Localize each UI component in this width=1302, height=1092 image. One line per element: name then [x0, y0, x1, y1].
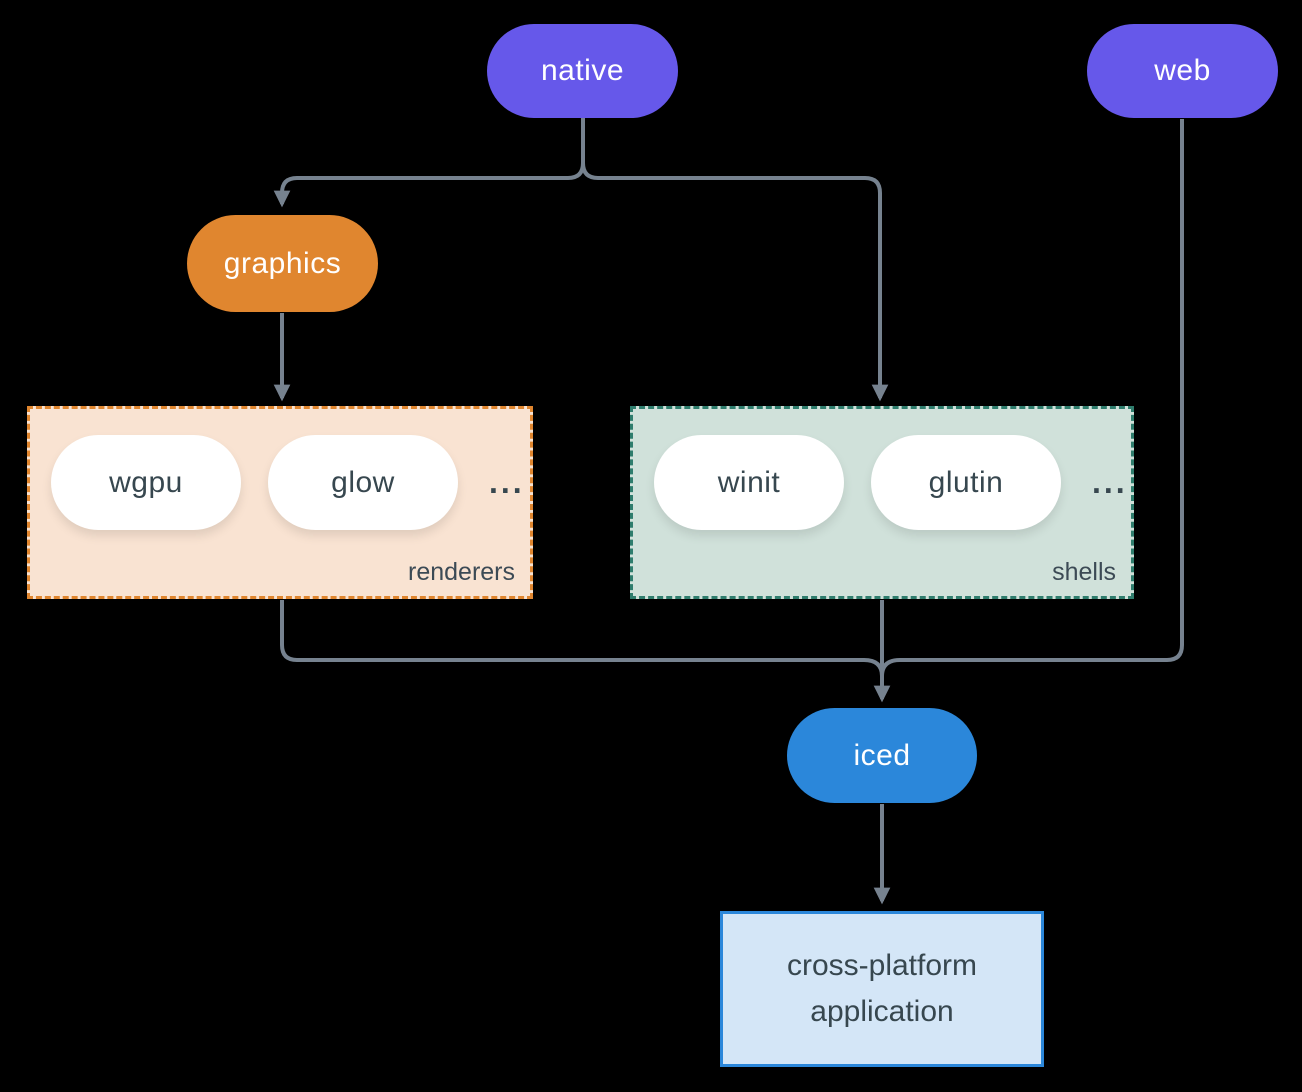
node-native: native: [487, 24, 678, 118]
node-wgpu: wgpu: [51, 435, 241, 530]
node-iced: iced: [787, 708, 977, 803]
app-box: cross-platform application: [720, 911, 1044, 1067]
group-shells: winit glutin ... shells: [630, 406, 1134, 599]
node-graphics: graphics: [187, 215, 378, 312]
app-box-label: cross-platform application: [786, 949, 978, 1028]
node-glutin: glutin: [871, 435, 1061, 530]
group-renderers: wgpu glow ... renderers: [27, 406, 533, 599]
edge-native-to-shells: [581, 118, 889, 402]
group-label-renderers: renderers: [408, 558, 515, 586]
shells-ellipsis: ...: [1092, 464, 1128, 500]
node-glow: glow: [268, 435, 458, 530]
node-winit: winit: [654, 435, 844, 530]
edge-native-to-graphics: [273, 118, 585, 208]
edge-renderers-to-junction: [280, 600, 884, 677]
group-label-shells: shells: [1052, 558, 1116, 586]
node-web: web: [1087, 24, 1278, 118]
renderers-ellipsis: ...: [489, 464, 525, 500]
